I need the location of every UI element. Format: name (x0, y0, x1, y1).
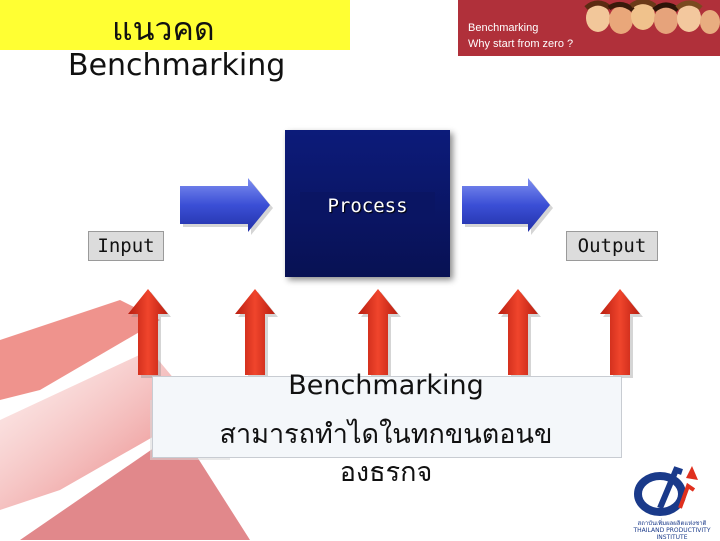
red-up-arrow-3 (358, 289, 401, 378)
red-up-arrow-1 (128, 289, 171, 378)
input-to-process-arrow (180, 178, 273, 235)
callout-box (152, 376, 622, 458)
logo-text-line-2: THAILAND PRODUCTIVITY INSTITUTE (633, 527, 711, 541)
red-up-arrow-5 (600, 289, 643, 378)
logo-text-line-1: สถาบันเพิ่มผลผลิตแห่งชาติ (637, 520, 707, 527)
red-up-arrow-4 (498, 289, 541, 378)
callout-line-2: สามารถทำไดในทกขนตอนข (219, 419, 553, 450)
productivity-institute-logo (634, 466, 698, 516)
output-label: Output (566, 231, 658, 261)
red-up-arrow-2 (235, 289, 278, 378)
input-label: Input (88, 231, 164, 261)
title-band (0, 0, 350, 50)
callout-line-1: Benchmarking (288, 370, 484, 401)
people-illustration (584, 0, 720, 34)
banner-title: Benchmarking (468, 22, 539, 34)
process-to-output-arrow (462, 178, 553, 235)
title-english: Benchmarking (68, 48, 286, 83)
banner-subtitle: Why start from zero ? (468, 38, 574, 50)
process-label: Process (300, 192, 435, 220)
logo-mark-icon (634, 466, 698, 516)
callout-line-3: องธรกจ (339, 457, 433, 488)
title-thai: แนวคด (112, 10, 215, 48)
logo-text: สถาบันเพิ่มผลผลิตแห่งชาติ THAILAND PRODU… (626, 520, 718, 541)
header-banner (458, 0, 720, 56)
